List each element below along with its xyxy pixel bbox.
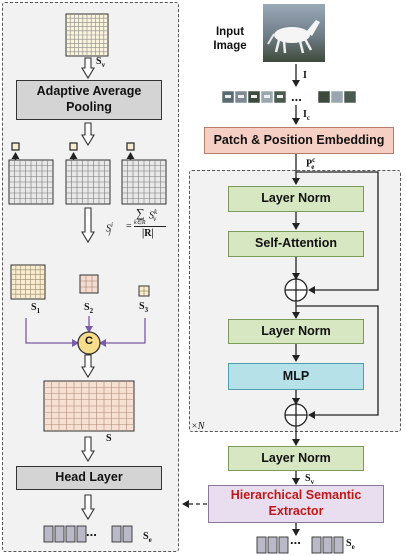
input-image-label: Input Image — [213, 26, 247, 53]
token-cell — [54, 525, 65, 543]
token-cell — [278, 536, 289, 554]
image-patches-strip — [221, 90, 357, 104]
down-arrow-icon — [81, 207, 95, 244]
pe-label: Pce — [306, 156, 316, 172]
mlp-label: MLP — [282, 368, 310, 383]
image-patch-highlight — [251, 95, 257, 98]
token-cell — [43, 525, 54, 543]
token-cell — [111, 525, 122, 543]
pooling-window-grid — [121, 159, 167, 205]
patch-position-embedding-block: Patch & Position Embedding — [204, 127, 394, 154]
formula-sum-sign: ∑ — [136, 206, 145, 220]
down-arrow-icon — [81, 436, 95, 463]
down-arrow-icon — [81, 122, 95, 147]
s3-label: S3 — [139, 301, 149, 314]
token-dots-right: ... — [290, 532, 301, 547]
token-cell — [267, 536, 278, 554]
pooling-formula: Sij = ∑ k∈R Skv |R| — [106, 204, 176, 248]
hierarchical-semantic-extractor-block: Hierarchical Semantic Extractor — [208, 485, 384, 523]
mlp-block: MLP — [228, 363, 364, 390]
token-cell — [311, 536, 322, 554]
self-attention-block: Self-Attention — [228, 231, 364, 257]
repeat-n-label: ×N — [191, 421, 205, 432]
formula-equals: = — [126, 221, 132, 232]
token-cell — [76, 525, 87, 543]
s2-label: S2 — [84, 302, 94, 315]
ic-label: Ic — [303, 109, 311, 122]
token-cell — [122, 525, 133, 543]
s1-label: S1 — [31, 302, 41, 315]
layer-norm-3-block: Layer Norm — [228, 446, 364, 471]
head-layer-label: Head Layer — [55, 470, 123, 485]
formula-lhs: Sij — [106, 221, 113, 237]
hse-label: Hierarchical Semantic Extractor — [230, 488, 362, 518]
pooled-token-markers — [11, 142, 135, 160]
sv-label: Sv — [96, 56, 106, 69]
down-arrow-icon — [81, 57, 95, 80]
i-label: I — [303, 70, 307, 81]
sv-label-right: Sv — [305, 473, 315, 486]
image-patch-highlight — [225, 95, 231, 98]
s2-grid — [79, 274, 99, 294]
s1-grid — [10, 264, 46, 300]
image-patch — [330, 90, 344, 104]
se-output-label-left: Se — [143, 531, 152, 544]
concat-arrows — [25, 316, 146, 347]
adaptive-average-pooling-block: Adaptive Average Pooling — [16, 80, 162, 120]
token-cell — [333, 536, 344, 554]
image-patch-highlight — [264, 95, 270, 98]
layer-norm-3-label: Layer Norm — [261, 450, 331, 465]
head-layer-block: Head Layer — [16, 466, 162, 490]
layer-norm-1-label: Layer Norm — [261, 191, 331, 206]
token-cell — [65, 525, 76, 543]
adaptive-pooling-label: Adaptive Average Pooling — [36, 84, 142, 114]
feature-grids — [8, 13, 167, 432]
image-patch — [343, 90, 357, 104]
token-dots-left: ... — [86, 524, 97, 539]
concat-symbol: C — [85, 335, 93, 347]
layer-norm-2-block: Layer Norm — [228, 319, 364, 344]
token-cell — [322, 536, 333, 554]
output-token-strips — [43, 525, 344, 554]
formula-denominator: |R| — [142, 228, 154, 239]
image-patch-highlight — [238, 95, 244, 98]
concat-icon — [77, 331, 101, 355]
down-arrow-icon — [81, 354, 95, 379]
patch-embedding-label: Patch & Position Embedding — [213, 132, 385, 147]
formula-sum-index: k∈R — [134, 220, 146, 226]
patch-dots: ... — [291, 89, 302, 104]
right-flow-arrows — [182, 64, 379, 536]
self-attention-label: Self-Attention — [255, 236, 337, 251]
se-output-label-right: Se — [346, 538, 355, 551]
token-cell — [256, 536, 267, 554]
layer-norm-1-block: Layer Norm — [228, 186, 364, 212]
s-label: S — [106, 433, 112, 444]
concatenated-s-grid — [43, 380, 135, 432]
residual-add-icon — [284, 278, 308, 302]
residual-add-icon — [284, 403, 308, 427]
pooling-window-grid — [8, 159, 54, 205]
down-arrow-icon — [81, 494, 95, 521]
input-image-horse — [263, 4, 325, 62]
image-patch — [317, 90, 331, 104]
sv-feature-grid — [65, 13, 109, 57]
s3-grid — [138, 285, 150, 297]
formula-numerator: Skv — [149, 208, 158, 224]
formula-fraction-bar — [134, 226, 166, 227]
flow-hollow-arrows — [81, 57, 95, 521]
image-patch-highlight — [277, 95, 283, 98]
pooling-window-grid — [65, 159, 111, 205]
layer-norm-2-label: Layer Norm — [261, 323, 331, 338]
